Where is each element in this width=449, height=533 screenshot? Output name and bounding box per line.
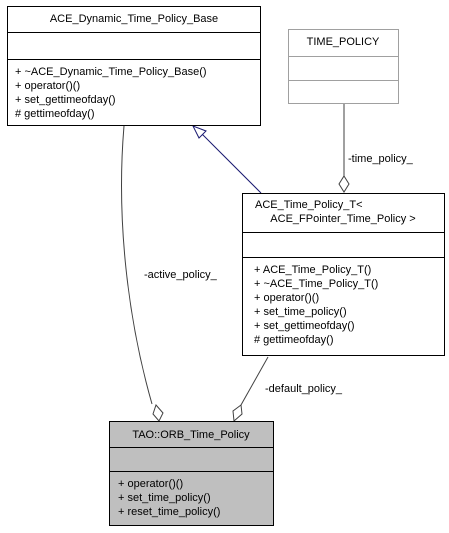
active-policy-label: -active_policy_ (144, 269, 218, 281)
member: + operator()() (254, 292, 319, 304)
inheritance-arrowhead (191, 125, 207, 139)
active-policy-diamond (152, 404, 164, 422)
member: # gettimeofday() (254, 334, 333, 346)
member: + ~ACE_Dynamic_Time_Policy_Base() (15, 66, 207, 78)
member: + set_gettimeofday() (15, 94, 116, 106)
default-policy-label: -default_policy_ (265, 383, 343, 395)
class-ace-dynamic-time-policy-base[interactable]: ACE_Dynamic_Time_Policy_Base + ~ACE_Dyna… (7, 6, 261, 126)
class-time-policy[interactable]: TIME_POLICY (288, 29, 399, 104)
default-policy-edge (240, 356, 269, 406)
class-name-line1: ACE_Time_Policy_T< (255, 199, 363, 211)
class-name: ACE_Dynamic_Time_Policy_Base (50, 13, 218, 25)
member: + operator()() (118, 478, 183, 490)
active-policy-edge (121, 125, 153, 405)
member: + reset_time_policy() (118, 506, 220, 518)
member: + set_time_policy() (118, 492, 211, 504)
class-tao-orb-time-policy[interactable]: TAO::ORB_Time_Policy + operator()() + se… (109, 421, 274, 526)
member: # gettimeofday() (15, 108, 94, 120)
time-policy-label: -time_policy_ (348, 153, 414, 165)
inheritance-edge (201, 133, 262, 194)
time-policy-diamond (338, 175, 350, 193)
class-ace-time-policy-t[interactable]: ACE_Time_Policy_T< ACE_FPointer_Time_Pol… (242, 193, 445, 356)
member: + ~ACE_Time_Policy_T() (254, 278, 378, 290)
member: + set_time_policy() (254, 306, 347, 318)
class-name-line2: ACE_FPointer_Time_Policy > (270, 213, 415, 225)
default-policy-diamond (232, 404, 243, 423)
class-name: TAO::ORB_Time_Policy (132, 429, 250, 441)
member: + set_gettimeofday() (254, 320, 355, 332)
class-name: TIME_POLICY (307, 36, 380, 48)
member: + ACE_Time_Policy_T() (254, 264, 371, 276)
member: + operator()() (15, 80, 80, 92)
